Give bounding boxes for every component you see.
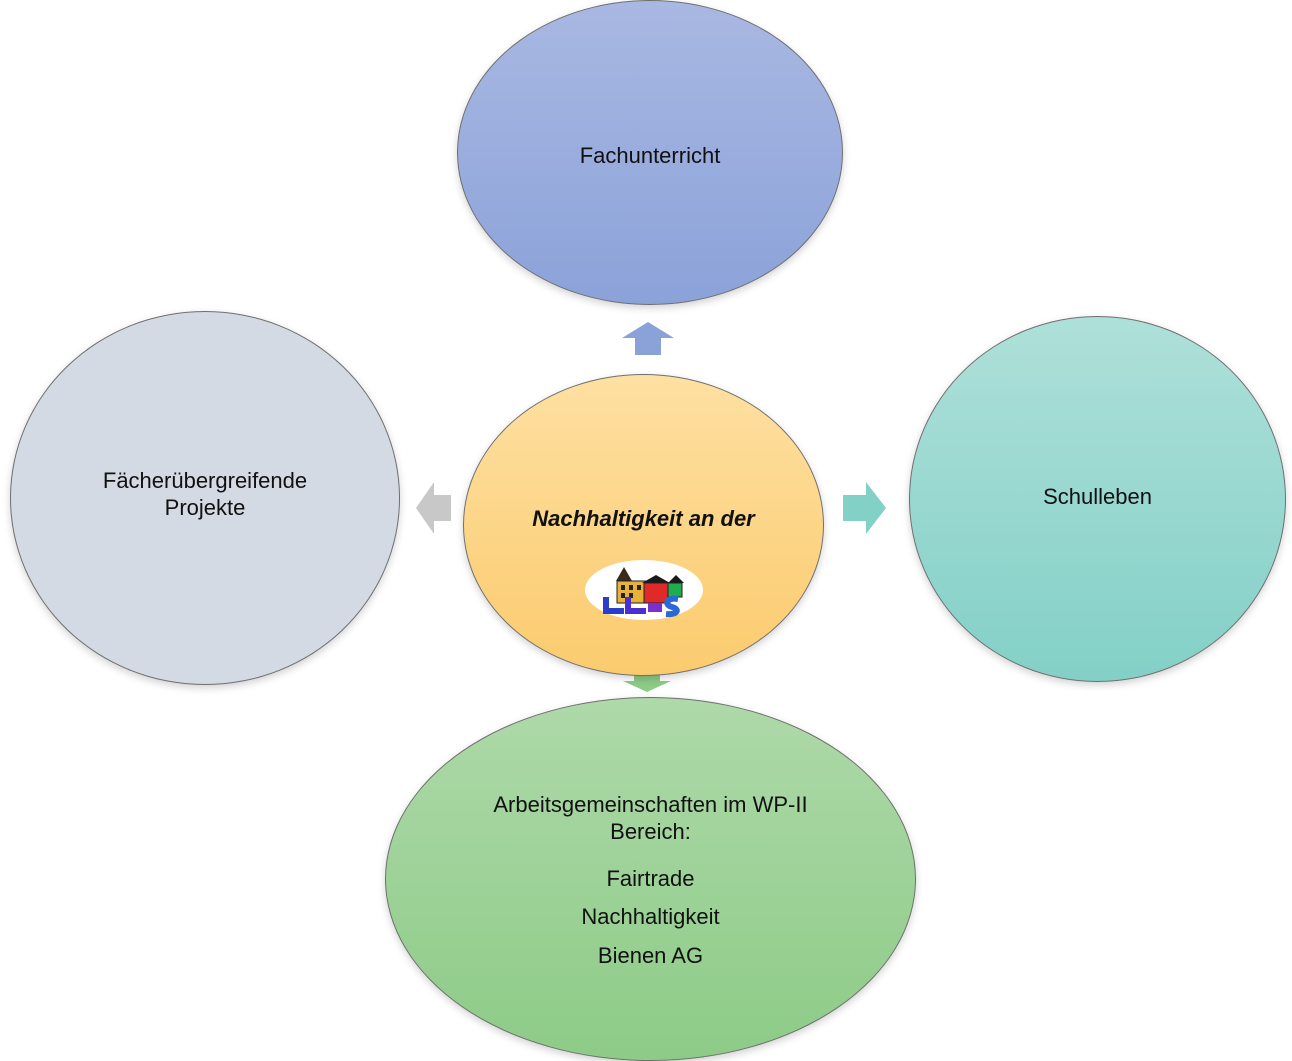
node-label: Schulleben <box>1043 484 1152 509</box>
arrow-left-icon <box>416 482 451 534</box>
node-arbeitsgemeinschaften: Arbeitsgemeinschaften im WP-II Bereich: … <box>385 697 916 1061</box>
node-label-line-2: Projekte <box>164 494 246 520</box>
arrow-down-icon <box>623 674 671 692</box>
node-label: Fachunterricht <box>579 143 721 168</box>
node-heading-line-1: Arbeitsgemeinschaften im WP-II <box>493 792 808 817</box>
node-schulleben: Schulleben <box>909 316 1286 682</box>
center-title: Nachhaltigkeit an der <box>532 506 755 531</box>
list-item: Nachhaltigkeit <box>581 904 720 930</box>
list-item: Fairtrade <box>606 865 695 891</box>
node-center: Nachhaltigkeit an der <box>463 374 824 676</box>
node-label-line-1: Fächerübergreifende <box>102 468 308 493</box>
node-heading-line-2: Bereich: <box>610 818 691 844</box>
arrow-up-icon <box>622 322 674 355</box>
node-faecheruebergreifende-projekte: Fächerübergreifende Projekte <box>10 311 400 685</box>
arrow-right-icon <box>843 482 886 534</box>
list-item: Bienen AG <box>597 943 704 969</box>
node-fachunterricht: Fachunterricht <box>457 0 843 305</box>
school-building-logo-icon <box>584 559 704 621</box>
